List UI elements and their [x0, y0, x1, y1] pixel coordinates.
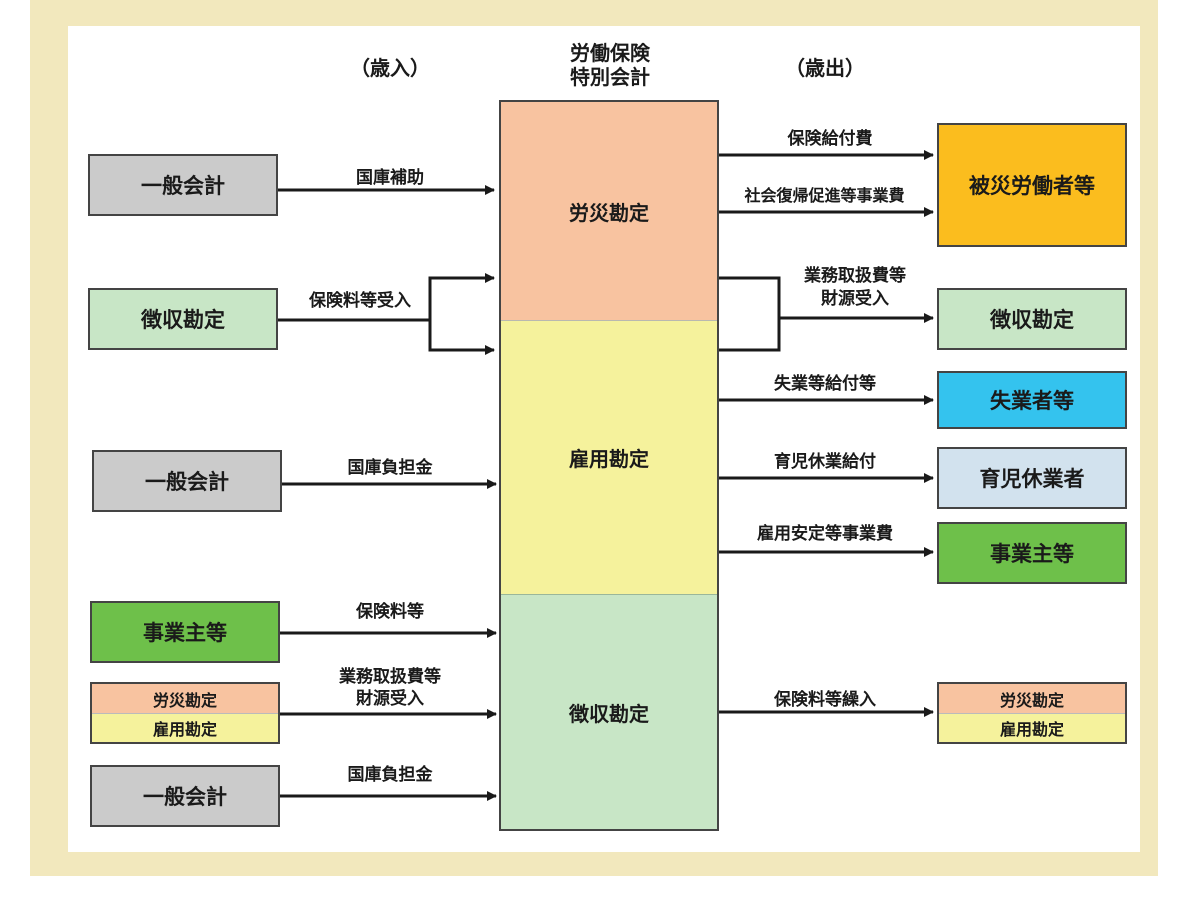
label-admin-receipt-right-1: 業務取扱費等	[804, 266, 906, 286]
left-employer-box: 事業主等	[90, 601, 280, 663]
right-split-account-box: 労災勘定 雇用勘定	[937, 682, 1127, 744]
label-premium-receipt: 保険料等受入	[309, 291, 411, 311]
right-victims-box: 被災労働者等	[937, 123, 1127, 247]
label-admin-receipt-right-2: 財源受入	[821, 289, 889, 309]
label-premium: 保険料等	[356, 602, 424, 622]
right-childcare-box: 育児休業者	[937, 447, 1127, 509]
label-premium-transfer: 保険料等繰入	[774, 690, 876, 710]
left-general-account-1: 一般会計	[88, 154, 278, 216]
center-header-line2: 特別会計	[570, 65, 650, 89]
center-choushuu-account: 徴収勘定	[501, 594, 717, 829]
right-split-koyou: 雇用勘定	[939, 713, 1125, 742]
label-national-burden-2: 国庫負担金	[347, 765, 433, 785]
label-childcare-benefit: 育児休業給付	[774, 452, 876, 472]
center-koyou-account: 雇用勘定	[501, 320, 717, 594]
center-header-line1: 労働保険	[570, 41, 650, 65]
center-rousai-account: 労災勘定	[501, 102, 717, 320]
expenditure-header: （歳出）	[785, 56, 865, 80]
label-national-subsidy: 国庫補助	[356, 168, 424, 188]
revenue-header: （歳入）	[350, 56, 430, 80]
left-split-account-box: 労災勘定 雇用勘定	[90, 682, 280, 744]
right-unemployed-box: 失業者等	[937, 371, 1127, 429]
right-collection-account: 徴収勘定	[937, 288, 1127, 350]
label-employment-stabilization: 雇用安定等事業費	[757, 524, 893, 544]
left-split-koyou: 雇用勘定	[92, 713, 278, 742]
left-general-account-3: 一般会計	[90, 765, 280, 827]
right-employer-box: 事業主等	[937, 522, 1127, 584]
label-admin-receipt-left-2: 財源受入	[356, 689, 424, 709]
label-unemployment-benefit: 失業等給付等	[774, 374, 876, 394]
label-admin-receipt-left-1: 業務取扱費等	[339, 667, 441, 687]
labor-insurance-special-account: 労災勘定 雇用勘定 徴収勘定	[499, 100, 719, 831]
label-insurance-benefit: 保険給付費	[787, 129, 873, 149]
left-split-rousai: 労災勘定	[92, 684, 278, 713]
left-general-account-2: 一般会計	[92, 450, 282, 512]
right-split-rousai: 労災勘定	[939, 684, 1125, 713]
label-social-rehab: 社会復帰促進等事業費	[744, 186, 905, 205]
label-national-burden-1: 国庫負担金	[347, 458, 433, 478]
left-collection-account: 徴収勘定	[88, 288, 278, 350]
